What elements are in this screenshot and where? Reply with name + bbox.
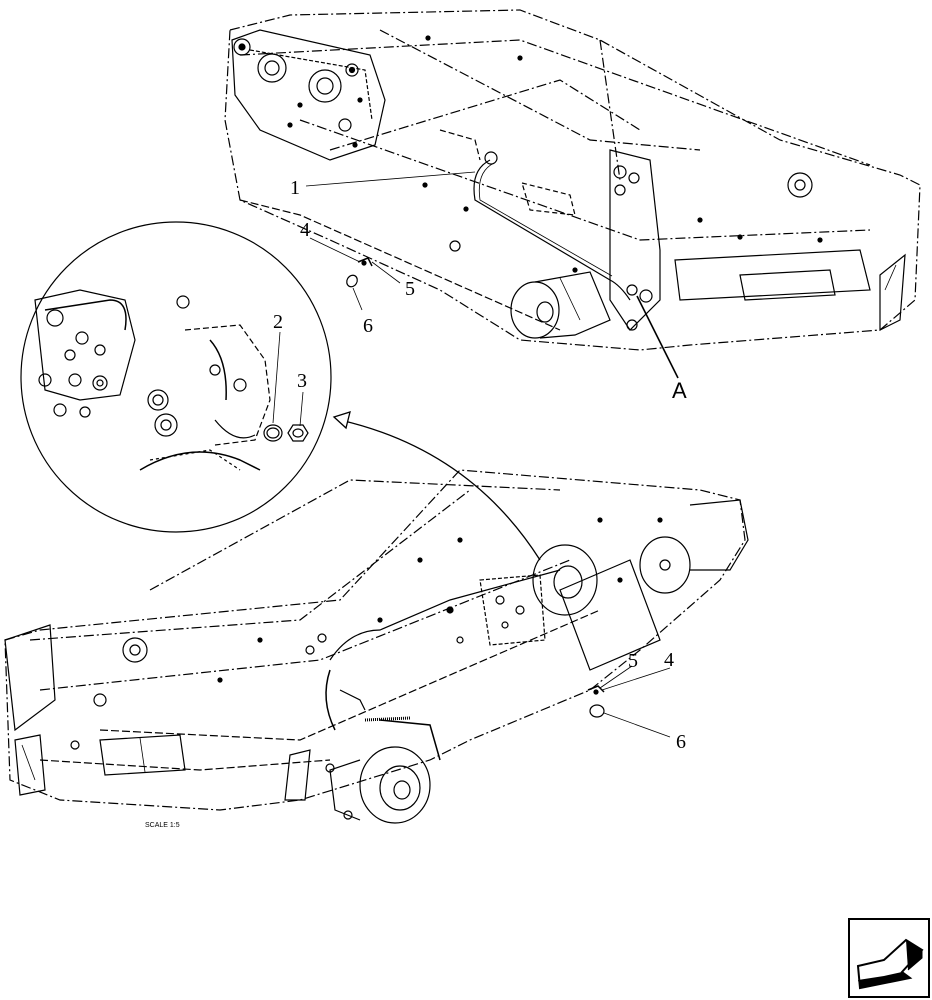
detail-magnifier: [20, 221, 332, 533]
callout-1: 1: [290, 177, 300, 199]
scale-label: SCALE 1:5: [145, 822, 180, 829]
small-parts-bottom: [587, 685, 605, 718]
lower-assembly: [4, 469, 749, 824]
callout-3: 3: [297, 370, 307, 392]
leader-lines: [272, 171, 679, 738]
callout-4-top: 4: [300, 219, 310, 241]
callout-5-bottom: 5: [628, 650, 638, 672]
small-parts-top: [346, 257, 373, 288]
callout-2: 2: [273, 311, 283, 333]
next-page-button[interactable]: [848, 918, 930, 998]
callout-detail-a: A: [672, 378, 687, 403]
callout-6-top: 6: [363, 315, 373, 337]
callout-6-bottom: 6: [676, 731, 686, 753]
upper-assembly: [224, 9, 921, 351]
callout-5-top: 5: [405, 278, 415, 300]
arrow-icon: [856, 938, 924, 990]
callout-4-bottom: 4: [664, 649, 674, 671]
detail-arrow: [339, 419, 541, 561]
